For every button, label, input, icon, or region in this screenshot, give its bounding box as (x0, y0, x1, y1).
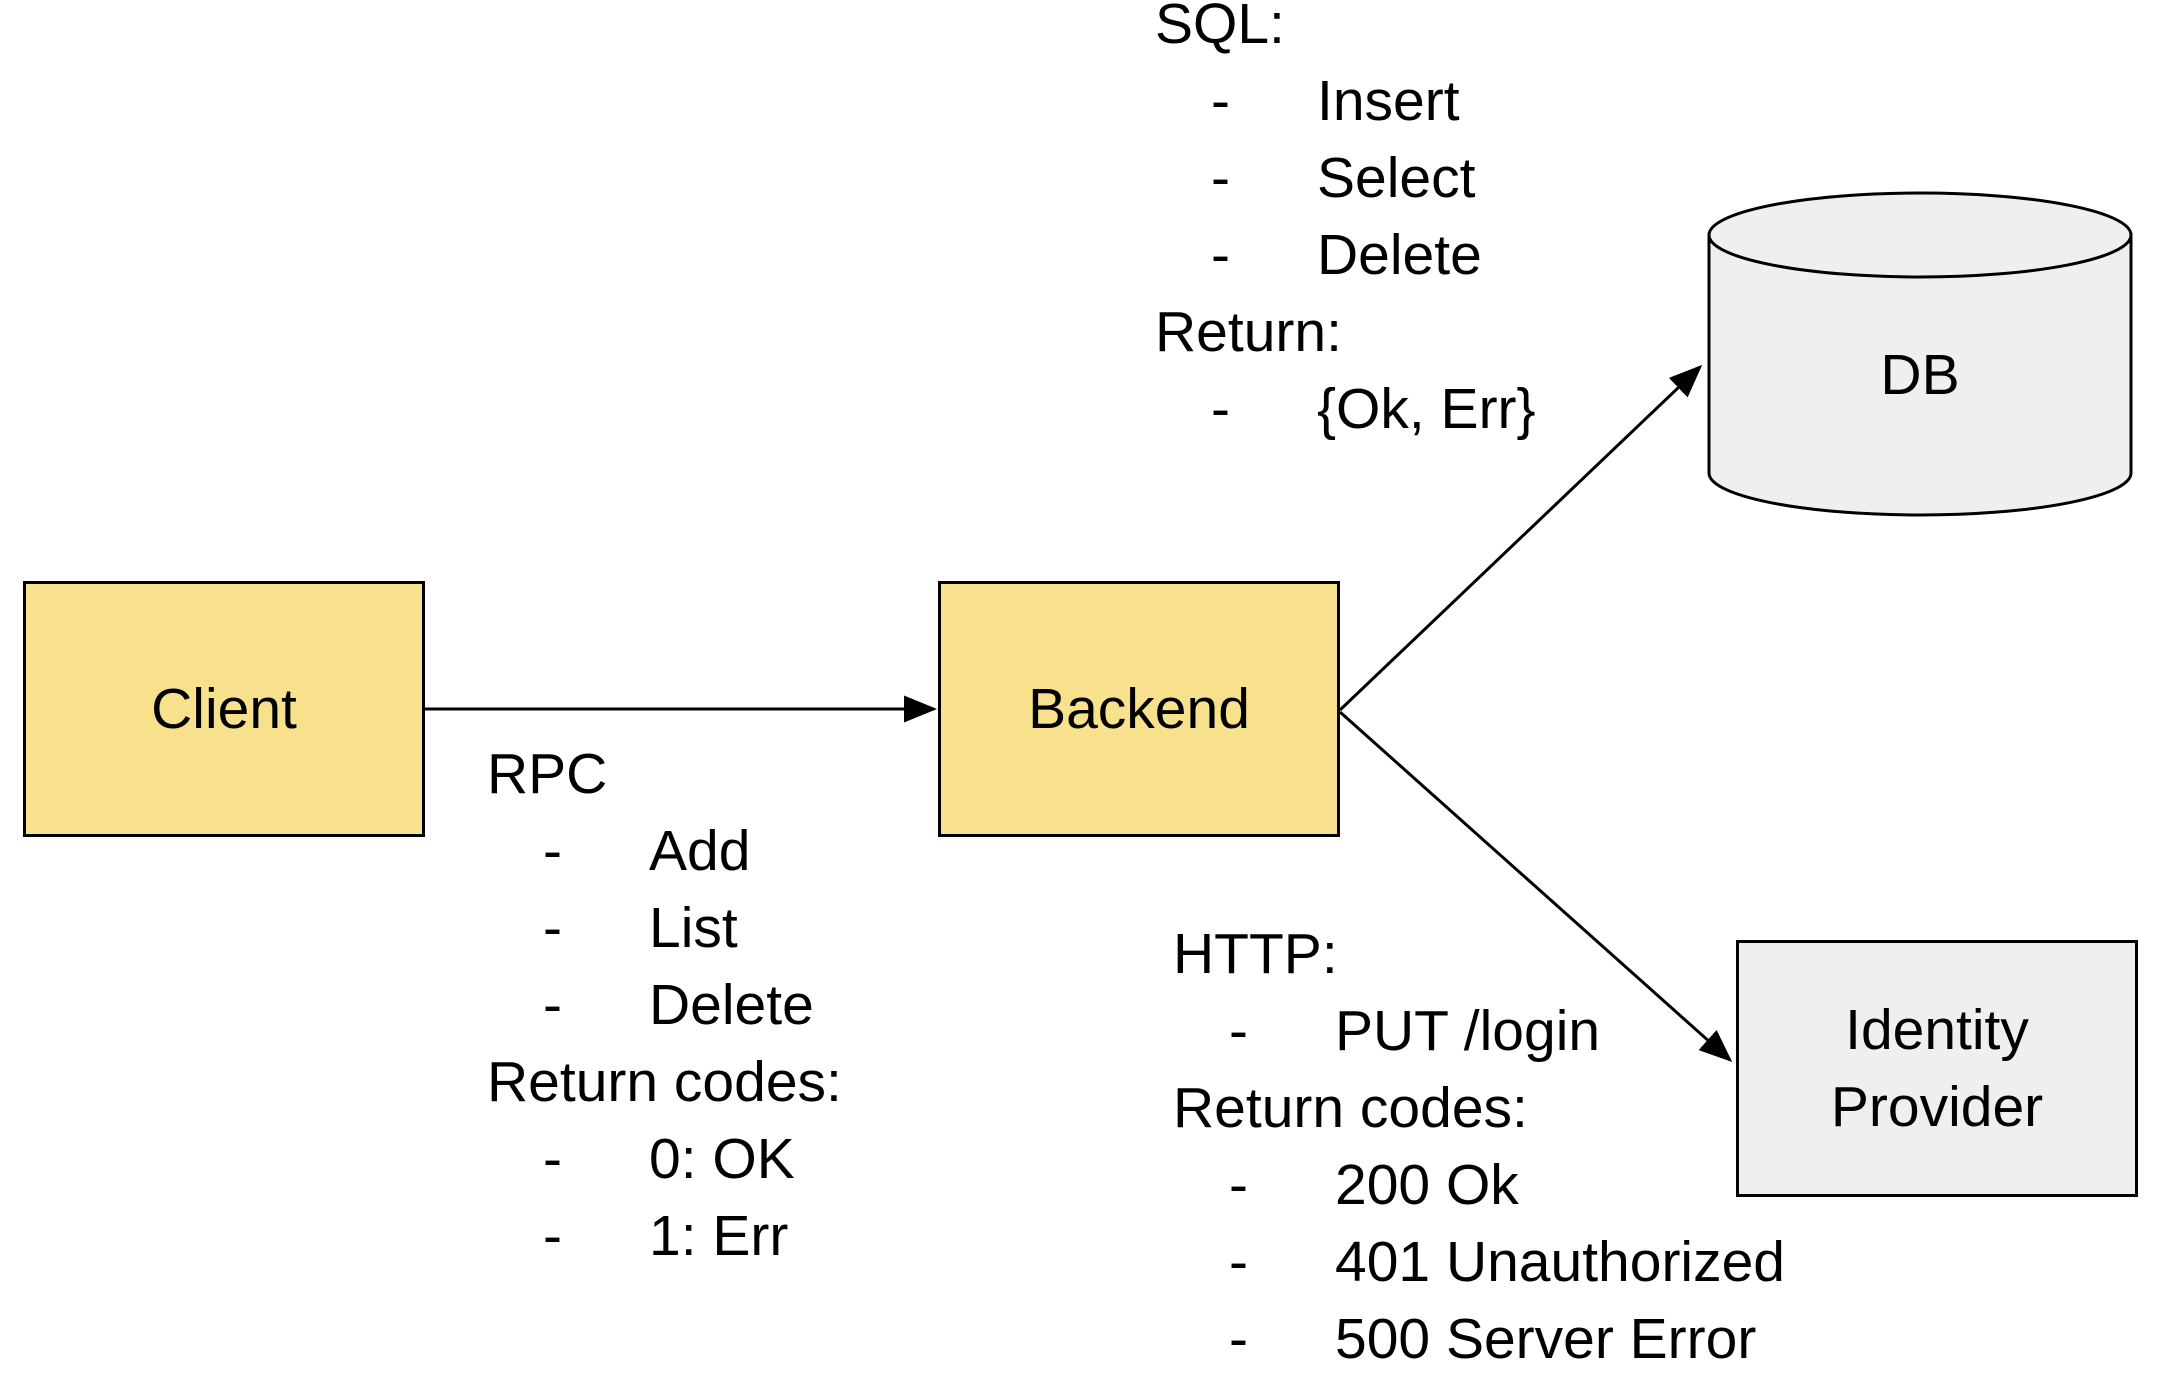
http-return-item: - 200 Ok (1173, 1147, 1785, 1224)
node-db-label: DB (1880, 343, 1960, 407)
rpc-return-item-text: 0: OK (649, 1127, 795, 1191)
rpc-return-item-text: 1: Err (649, 1204, 789, 1268)
node-identity-provider-label: Identity Provider (1830, 997, 2044, 1139)
node-backend: Backend (938, 581, 1340, 837)
bullet-dash: - (543, 819, 562, 883)
rpc-item: - Delete (487, 967, 842, 1044)
http-return-item: - 401 Unauthorized (1173, 1224, 1785, 1301)
sql-return-title: Return: (1155, 300, 1342, 364)
bullet-dash: - (1229, 1153, 1248, 1217)
rpc-title: RPC (487, 742, 608, 806)
sql-title: SQL: (1155, 0, 1285, 56)
http-return-item-text: 401 Unauthorized (1335, 1230, 1785, 1294)
rpc-return-item: - 0: OK (487, 1121, 842, 1198)
bullet-dash: - (1229, 1307, 1248, 1371)
bullet-dash: - (543, 1127, 562, 1191)
http-title: HTTP: (1173, 922, 1338, 986)
http-item: - PUT /login (1173, 993, 1785, 1070)
bullet-dash: - (1229, 1230, 1248, 1294)
node-backend-label: Backend (1028, 677, 1250, 741)
bullet-dash: - (1211, 223, 1230, 287)
sql-return-item: - {Ok, Err} (1155, 371, 1536, 448)
db-cylinder-top (1707, 191, 2133, 279)
http-return-item: - 500 Server Error (1173, 1301, 1785, 1378)
rpc-item-text: List (649, 896, 738, 960)
bullet-dash: - (1211, 69, 1230, 133)
http-return-item-text: 500 Server Error (1335, 1307, 1757, 1371)
bullet-dash: - (543, 973, 562, 1037)
rpc-item-text: Add (649, 819, 751, 883)
sql-item-text: Select (1317, 146, 1476, 210)
sql-item-text: Delete (1317, 223, 1482, 287)
node-client: Client (23, 581, 425, 837)
edge-backend-idp-arrow (1339, 710, 1733, 1062)
rpc-return-item: - 1: Err (487, 1198, 842, 1275)
rpc-item-text: Delete (649, 973, 814, 1037)
rpc-item: - Add (487, 813, 842, 890)
sql-item: - Select (1155, 140, 1536, 217)
annotation-rpc: RPC - Add - List - Delete Return codes: … (487, 736, 842, 1275)
bullet-dash: - (1211, 146, 1230, 210)
bullet-dash: - (1211, 377, 1230, 441)
sql-item: - Insert (1155, 63, 1536, 140)
http-return-item-text: 200 Ok (1335, 1153, 1519, 1217)
annotation-http: HTTP: - PUT /login Return codes: - 200 O… (1173, 916, 1785, 1378)
sql-return-item-text: {Ok, Err} (1317, 377, 1536, 441)
db-cylinder-body (1707, 233, 2133, 517)
edge-backend-db-arrow (1338, 364, 1703, 712)
rpc-return-title: Return codes: (487, 1050, 842, 1114)
bullet-dash: - (1229, 999, 1248, 1063)
http-item-text: PUT /login (1335, 999, 1601, 1063)
node-identity-provider: Identity Provider (1736, 940, 2138, 1197)
sql-item-text: Insert (1317, 69, 1460, 133)
node-client-label: Client (151, 677, 297, 741)
bullet-dash: - (543, 1204, 562, 1268)
rpc-item: - List (487, 890, 842, 967)
http-return-title: Return codes: (1173, 1076, 1528, 1140)
annotation-sql: SQL: - Insert - Select - Delete Return: … (1155, 0, 1536, 448)
bullet-dash: - (543, 896, 562, 960)
sql-item: - Delete (1155, 217, 1536, 294)
node-db-cylinder (1707, 191, 2133, 517)
